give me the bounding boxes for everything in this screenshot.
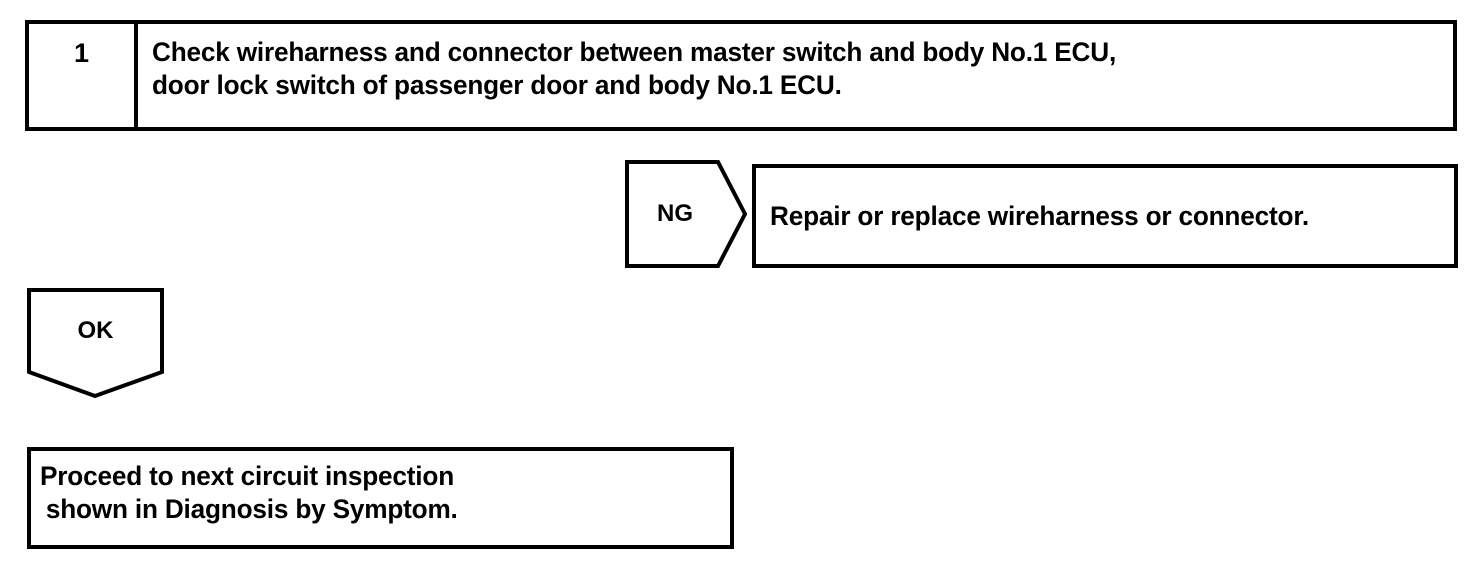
ng-arrow-shape bbox=[625, 160, 747, 268]
step-1-box: 1 Check wireharness and connector betwee… bbox=[25, 20, 1457, 131]
step-number-cell: 1 bbox=[29, 24, 138, 127]
step-instruction-cell: Check wireharness and connector between … bbox=[138, 24, 1453, 127]
ok-arrow-shape bbox=[27, 288, 164, 398]
step-instruction-line-1: Check wireharness and connector between … bbox=[152, 37, 1117, 67]
ng-result-text: Repair or replace wireharness or connect… bbox=[770, 200, 1309, 231]
step-instruction-line-2: door lock switch of passenger door and b… bbox=[152, 70, 842, 100]
ng-label: NG bbox=[657, 200, 693, 227]
final-result-box: Proceed to next circuit inspection shown… bbox=[27, 447, 734, 549]
final-text-line-1: Proceed to next circuit inspection bbox=[40, 461, 454, 491]
ng-result-box: Repair or replace wireharness or connect… bbox=[752, 164, 1458, 268]
step-number: 1 bbox=[73, 38, 90, 68]
final-text-line-2: shown in Diagnosis by Symptom. bbox=[45, 494, 458, 524]
ok-label: OK bbox=[77, 317, 114, 344]
ng-branch: NG Repair or replace wireharness or conn… bbox=[625, 160, 1458, 268]
